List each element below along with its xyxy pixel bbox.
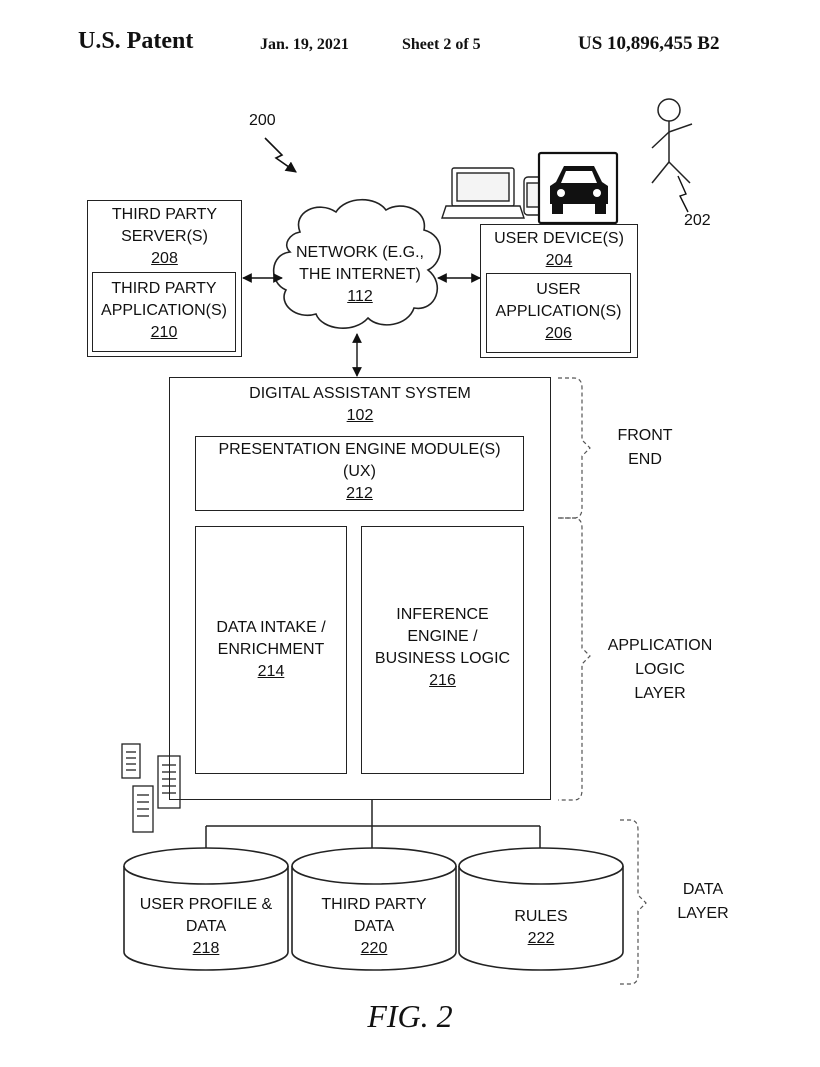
user-figure-icon: [651, 98, 693, 184]
digital-assistant-system-box: [169, 377, 551, 800]
front-end-label: FRONT END: [617, 427, 673, 468]
database-cylinder-third-party: [291, 847, 457, 971]
third-party-app-title: THIRD PARTY APPLICATION(S) 210: [101, 280, 227, 341]
car-icon: [537, 151, 619, 225]
database-third-party-label: THIRD PARTY DATA 220: [321, 896, 427, 957]
system-ref-label: 200: [249, 112, 276, 129]
user-ref-label: 202: [684, 212, 711, 229]
user-ref-squiggle: [677, 175, 689, 213]
user-app-title: USER APPLICATION(S) 206: [495, 281, 622, 342]
data-intake-box: [195, 526, 347, 774]
inference-engine-title: INFERENCE ENGINE / BUSINESS LOGIC 216: [374, 606, 511, 689]
figure-label: FIG. 2: [367, 998, 453, 1034]
database-cylinder-user-profile: [123, 847, 289, 971]
network-title: NETWORK (E.G., THE INTERNET) 112: [296, 244, 424, 305]
user-device-title: USER DEVICE(S) 204: [494, 230, 624, 269]
database-rules-label: RULES 222: [514, 908, 568, 947]
data-intake-title: DATA INTAKE / ENRICHMENT 214: [216, 619, 326, 680]
presentation-engine-box: [195, 436, 524, 511]
user-device-box: [480, 224, 638, 358]
layer-braces: [558, 377, 647, 985]
third-party-server-box: [87, 200, 242, 357]
presentation-engine-title: PRESENTATION ENGINE MODULE(S) (UX) 212: [218, 441, 501, 502]
patent-number: US 10,896,455 B2: [578, 33, 720, 54]
database-user-profile-label: USER PROFILE & DATA 218: [139, 896, 273, 957]
sheet-number: Sheet 2 of 5: [402, 36, 481, 53]
patent-date: Jan. 19, 2021: [260, 36, 349, 53]
user-app-box: [486, 273, 631, 353]
data-layer-label: DATA LAYER: [677, 881, 729, 922]
database-cylinder-rules: [458, 847, 624, 971]
third-party-server-title: THIRD PARTY SERVER(S) 208: [111, 206, 218, 267]
digital-assistant-title: DIGITAL ASSISTANT SYSTEM 102: [249, 385, 471, 424]
inference-engine-box: [361, 526, 524, 774]
laptop-icon: [441, 167, 525, 219]
patent-label: U.S. Patent: [78, 28, 194, 54]
system-ref-arrow: [264, 137, 297, 173]
application-logic-layer-label: APPLICATION LOGIC LAYER: [607, 637, 713, 702]
third-party-app-box: [92, 272, 236, 352]
